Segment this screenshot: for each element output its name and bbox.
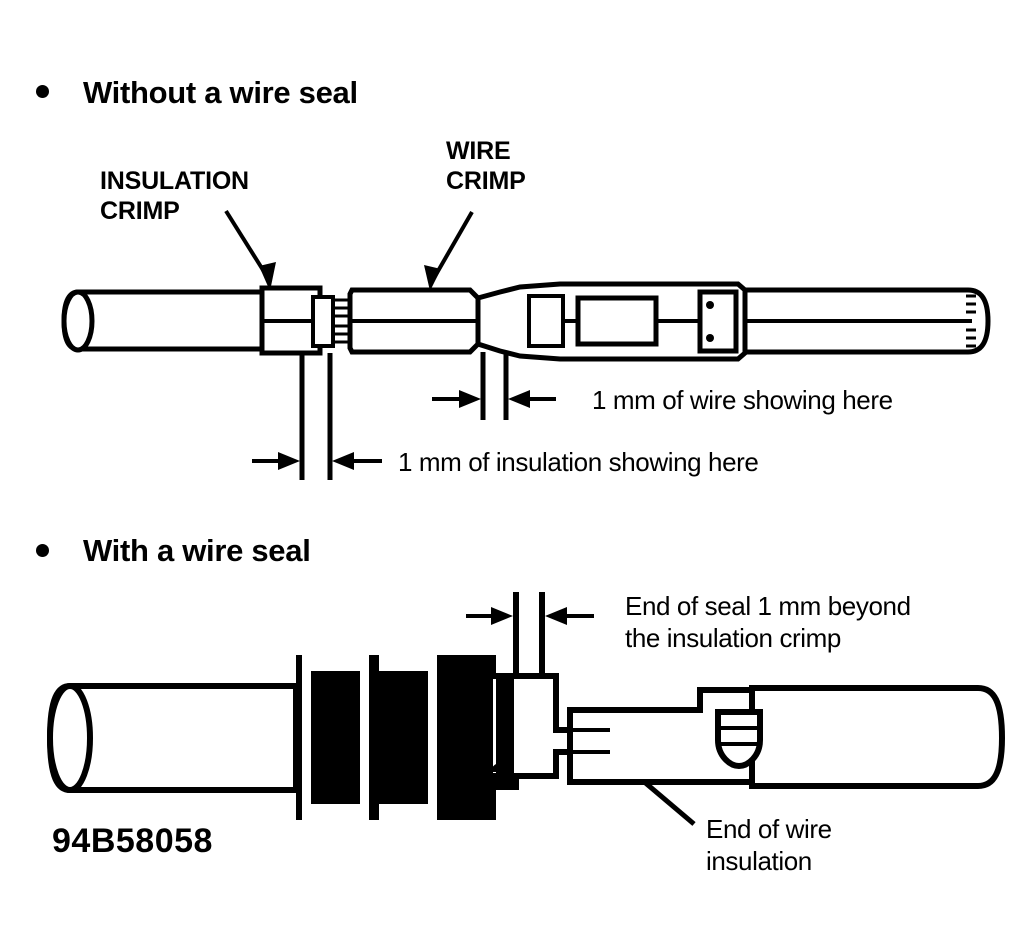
part-number: 94B58058 <box>52 822 213 860</box>
sealed-terminal-body <box>567 685 1006 789</box>
terminal-contact-body <box>475 281 748 362</box>
dimension-insulation-showing <box>252 353 382 480</box>
dimension-label-seal-beyond-line2: the insulation crimp <box>625 623 841 653</box>
callout-end-of-wire-insulation-line2: insulation <box>706 846 812 876</box>
leader-insulation-crimp <box>224 209 276 291</box>
dimension-wire-showing <box>432 352 556 420</box>
wire-seal-ribs <box>296 655 496 820</box>
callout-end-of-wire-insulation-line1: End of wire <box>706 814 832 844</box>
dimension-label-wire-showing: 1 mm of wire showing here <box>592 385 893 415</box>
callout-insulation-crimp-line1: INSULATION <box>100 167 249 195</box>
dimension-label-insulation-showing: 1 mm of insulation showing here <box>398 447 759 477</box>
terminal-blade <box>742 287 991 355</box>
bullet-with-seal <box>36 544 49 557</box>
heading-without-wire-seal: Without a wire seal <box>83 75 358 110</box>
insulation-showing-hatch <box>333 298 350 344</box>
callout-insulation-crimp-line2: CRIMP <box>100 197 180 225</box>
sealed-wire-body <box>46 683 299 793</box>
dimension-label-seal-beyond-line1: End of seal 1 mm beyond <box>625 591 911 621</box>
insulation-crimp-barrel <box>259 285 335 356</box>
callout-wire-crimp-line2: CRIMP <box>446 167 526 195</box>
callout-wire-crimp-line1: WIRE <box>446 137 511 165</box>
leader-wire-crimp <box>424 211 474 291</box>
bullet-without-seal <box>36 85 49 98</box>
seal-nose-insulation-crimp <box>487 673 573 790</box>
wire-insulation-body <box>61 289 265 353</box>
heading-with-wire-seal: With a wire seal <box>83 533 311 568</box>
